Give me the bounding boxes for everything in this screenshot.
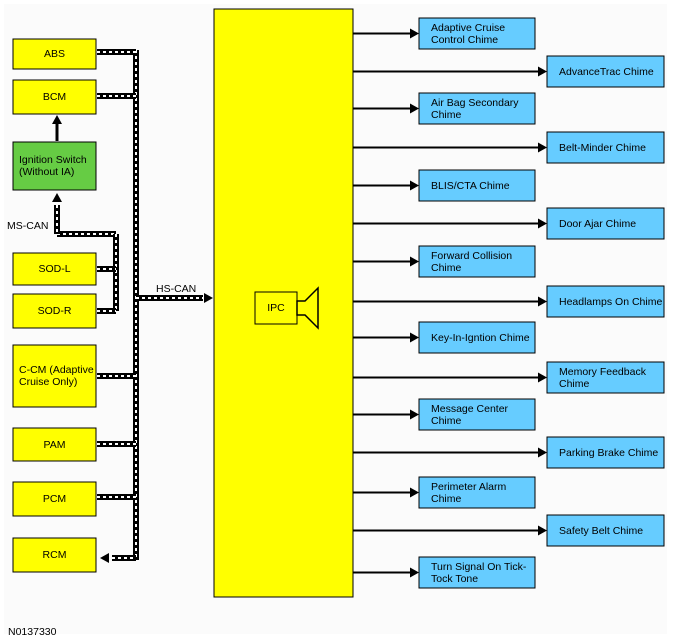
output-box-0	[418, 17, 536, 50]
output-box-12	[418, 476, 536, 509]
output-arrow-2	[410, 103, 419, 114]
figure-id: N0137330	[8, 626, 57, 638]
module-label-ccm: C-CM (Adaptive Cruise Only)	[19, 364, 94, 388]
output-box-8	[418, 321, 536, 354]
output-arrow-12	[410, 487, 419, 498]
ms-can-arrow-head	[52, 193, 62, 202]
module-label-ignition: Ignition Switch (Without IA)	[19, 154, 87, 178]
output-box-9	[546, 361, 665, 394]
output-arrow-8	[410, 332, 419, 343]
output-label-13: Safety Belt Chime	[559, 524, 644, 537]
module-box-pam	[12, 427, 97, 462]
module-box-bcm	[12, 79, 97, 115]
output-arrow-6	[410, 256, 419, 267]
module-box-ignition	[12, 141, 97, 191]
output-label-3: Belt-Minder Chime	[559, 141, 646, 154]
output-box-3	[546, 131, 665, 164]
output-label-8: Key-In-Igntion Chime	[431, 331, 530, 344]
module-label-sodl: SOD-L	[38, 263, 71, 275]
output-box-13	[546, 514, 665, 547]
output-box-14	[418, 556, 536, 589]
output-label-6: Forward Collision Chime	[431, 249, 513, 274]
output-arrow-11	[538, 447, 547, 458]
rcm-arrow-head	[100, 553, 109, 563]
ignition-to-bcm-arrow	[52, 115, 62, 124]
module-label-bcm: BCM	[42, 91, 67, 103]
output-arrow-5	[538, 218, 547, 229]
module-box-sodr	[12, 293, 97, 329]
output-arrow-7	[538, 296, 547, 307]
module-box-rcm	[12, 537, 97, 573]
output-label-5: Door Ajar Chime	[559, 217, 637, 230]
output-arrow-1	[538, 66, 547, 77]
speaker-icon	[296, 286, 319, 330]
output-arrow-9	[538, 372, 547, 383]
output-arrow-13	[538, 525, 547, 536]
hs-can-arrow-head	[204, 293, 213, 303]
output-box-2	[418, 92, 536, 125]
output-box-1	[546, 55, 665, 88]
output-box-6	[418, 245, 536, 278]
output-box-4	[418, 169, 536, 202]
output-arrow-0	[410, 28, 419, 39]
module-box-sodl	[12, 252, 97, 286]
output-box-7	[546, 285, 665, 318]
module-label-abs: ABS	[43, 48, 65, 60]
ipc-label-box	[254, 291, 298, 325]
output-label-0: Adaptive Cruise Control Chime	[431, 21, 506, 46]
module-label-rcm: RCM	[42, 549, 67, 561]
output-label-1: AdvanceTrac Chime	[559, 65, 654, 78]
ipc-label: IPC	[267, 302, 285, 314]
output-arrow-4	[410, 180, 419, 191]
hs-can-label: HS-CAN	[156, 283, 197, 295]
output-box-10	[418, 398, 536, 431]
module-label-sodr: SOD-R	[37, 305, 72, 317]
module-box-pcm	[12, 481, 97, 517]
output-arrow-3	[538, 142, 547, 153]
output-box-11	[546, 436, 665, 469]
output-label-4: BLIS/CTA Chime	[431, 179, 510, 192]
module-box-abs	[12, 38, 97, 70]
output-arrow-14	[410, 567, 419, 578]
module-label-pam: PAM	[43, 438, 66, 451]
output-label-14: Turn Signal On Tick-Tock Tone	[431, 560, 527, 585]
output-label-9: Memory Feedback Chime	[559, 365, 646, 390]
output-label-2: Air Bag Secondary Chime	[431, 96, 519, 121]
output-label-7: Headlamps On Chime	[559, 295, 663, 308]
output-label-10: Message Center Chime	[431, 402, 509, 427]
output-label-11: Parking Brake Chime	[559, 446, 659, 459]
module-label-pcm: PCM	[42, 493, 67, 505]
ms-can-label: MS-CAN	[7, 220, 49, 232]
output-box-5	[546, 207, 665, 240]
module-box-ccm	[12, 344, 97, 408]
output-label-12: Perimeter Alarm Chime	[431, 480, 507, 505]
output-arrow-10	[410, 409, 419, 420]
